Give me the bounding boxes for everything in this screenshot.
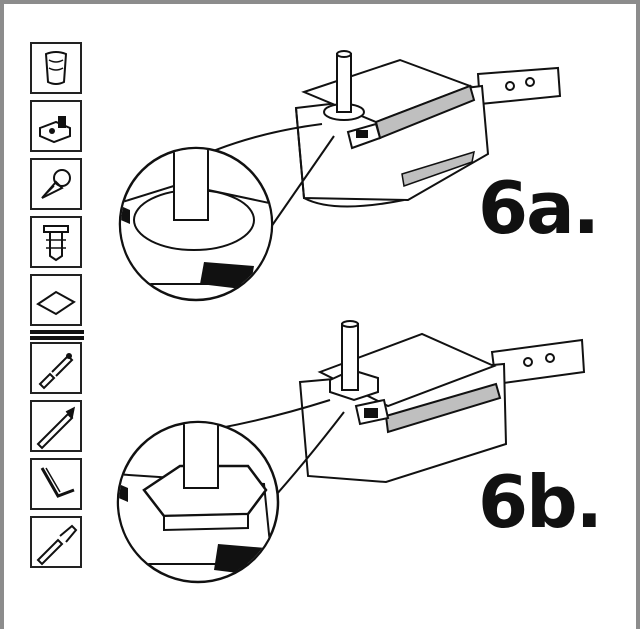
figure-6b-illustration	[116, 320, 586, 584]
glue-tube-icon	[30, 42, 82, 94]
figure-6a-label: 6a.	[478, 166, 600, 250]
figure-6a-illustration	[118, 50, 562, 302]
screwdriver-icon	[30, 342, 82, 394]
sidebar-divider	[30, 336, 84, 340]
plastic-rivet-icon	[30, 216, 82, 268]
sticker-pad-icon	[30, 274, 82, 326]
pen-nib-icon	[30, 158, 82, 210]
plug-tool-icon	[30, 516, 82, 568]
drill-bit-icon	[30, 400, 82, 452]
hex-key-icon	[30, 458, 82, 510]
clip-block-icon	[30, 100, 82, 152]
figure-6b-label: 6b.	[478, 460, 603, 544]
sidebar-divider	[30, 330, 84, 334]
